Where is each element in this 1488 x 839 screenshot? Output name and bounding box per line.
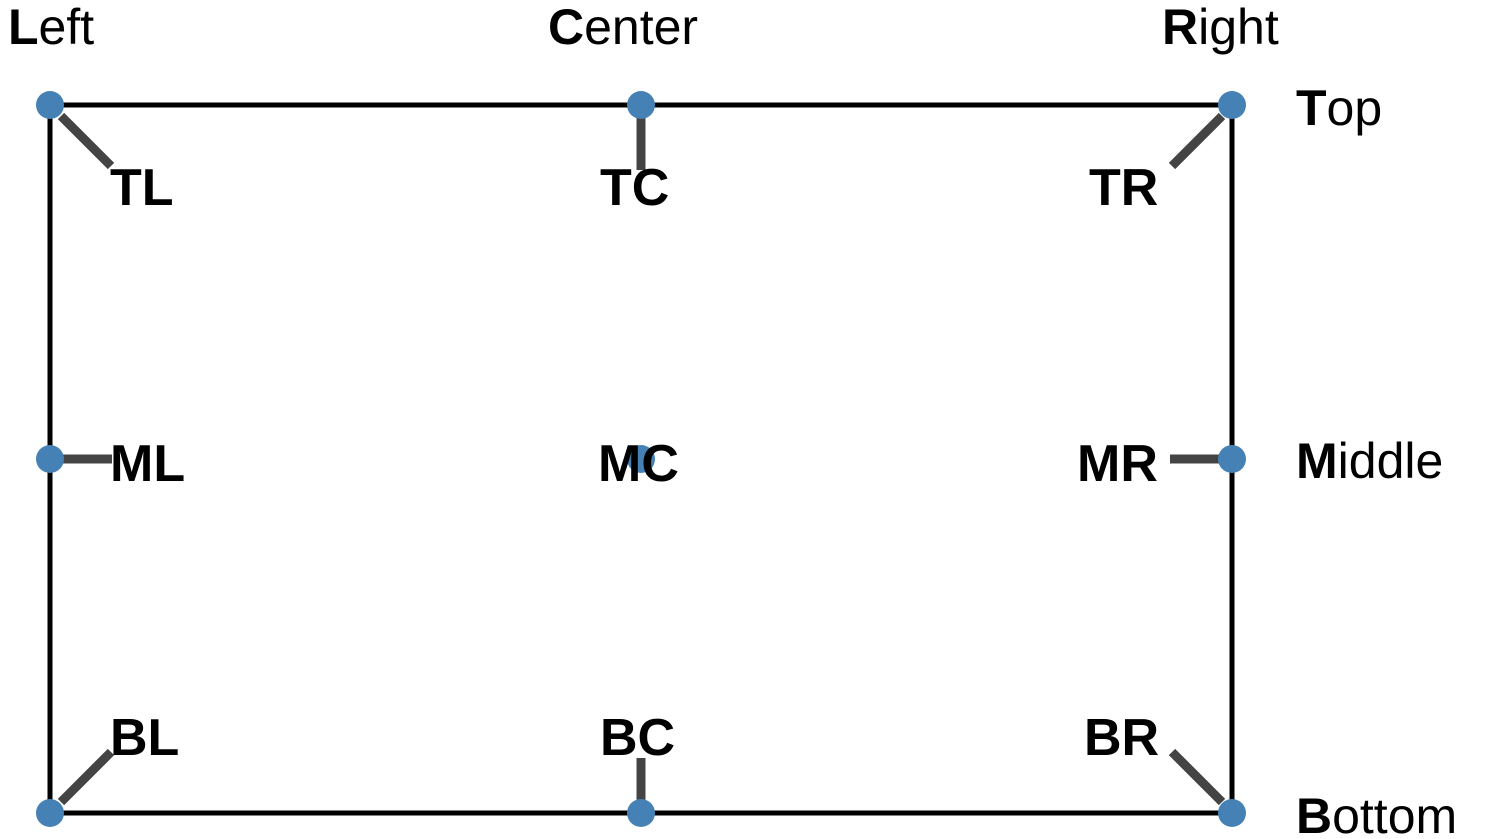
column-header-initial-right: R xyxy=(1162,0,1198,55)
anchor-label-ml: ML xyxy=(110,435,185,493)
row-header-rest-middle: iddle xyxy=(1338,433,1444,489)
column-header-initial-left: L xyxy=(8,0,39,55)
row-header-initial-top: T xyxy=(1296,80,1327,136)
row-header-rest-bottom: ottom xyxy=(1332,788,1457,839)
leader-line-tl xyxy=(57,112,115,170)
row-header-initial-bottom: B xyxy=(1296,788,1332,839)
leader-line-bl xyxy=(57,748,115,806)
row-header-middle: Middle xyxy=(1296,433,1443,489)
anchor-label-bc: BC xyxy=(600,709,675,767)
column-header-center: Center xyxy=(548,0,698,55)
anchor-label-mc: MC xyxy=(598,435,679,493)
anchor-dot-mc[interactable] xyxy=(627,445,655,473)
column-headers: Left Center Right xyxy=(8,0,1279,55)
leader-line-tr xyxy=(1168,112,1226,170)
anchor-dot-tc[interactable] xyxy=(627,91,655,119)
anchor-dot-ml[interactable] xyxy=(36,445,64,473)
anchor-dot-bl[interactable] xyxy=(36,799,64,827)
anchor-dots xyxy=(36,91,1246,827)
anchor-label-bl: BL xyxy=(110,709,179,767)
anchor-dot-br[interactable] xyxy=(1218,799,1246,827)
row-header-top: Top xyxy=(1296,80,1382,136)
anchor-label-tc: TC xyxy=(600,159,669,217)
anchor-label-tl: TL xyxy=(110,159,174,217)
anchor-label-mr: MR xyxy=(1077,435,1158,493)
anchor-dot-tl[interactable] xyxy=(36,91,64,119)
row-header-rest-top: op xyxy=(1327,80,1383,136)
column-header-right: Right xyxy=(1162,0,1279,55)
anchor-dot-tr[interactable] xyxy=(1218,91,1246,119)
anchor-label-tr: TR xyxy=(1089,159,1158,217)
column-header-rest-center: enter xyxy=(584,0,698,55)
anchor-labels: TL TC TR ML MC MR BL BC BR xyxy=(110,159,1159,767)
anchor-label-br: BR xyxy=(1084,709,1159,767)
leader-line-br xyxy=(1168,748,1226,806)
column-header-rest-left: eft xyxy=(39,0,95,55)
anchor-dot-mr[interactable] xyxy=(1218,445,1246,473)
column-header-rest-right: ight xyxy=(1198,0,1279,55)
leader-lines xyxy=(57,112,1226,806)
row-header-bottom: Bottom xyxy=(1296,788,1457,839)
column-header-left: Left xyxy=(8,0,94,55)
column-header-initial-center: C xyxy=(548,0,584,55)
row-header-initial-middle: M xyxy=(1296,433,1338,489)
anchor-dot-bc[interactable] xyxy=(627,799,655,827)
